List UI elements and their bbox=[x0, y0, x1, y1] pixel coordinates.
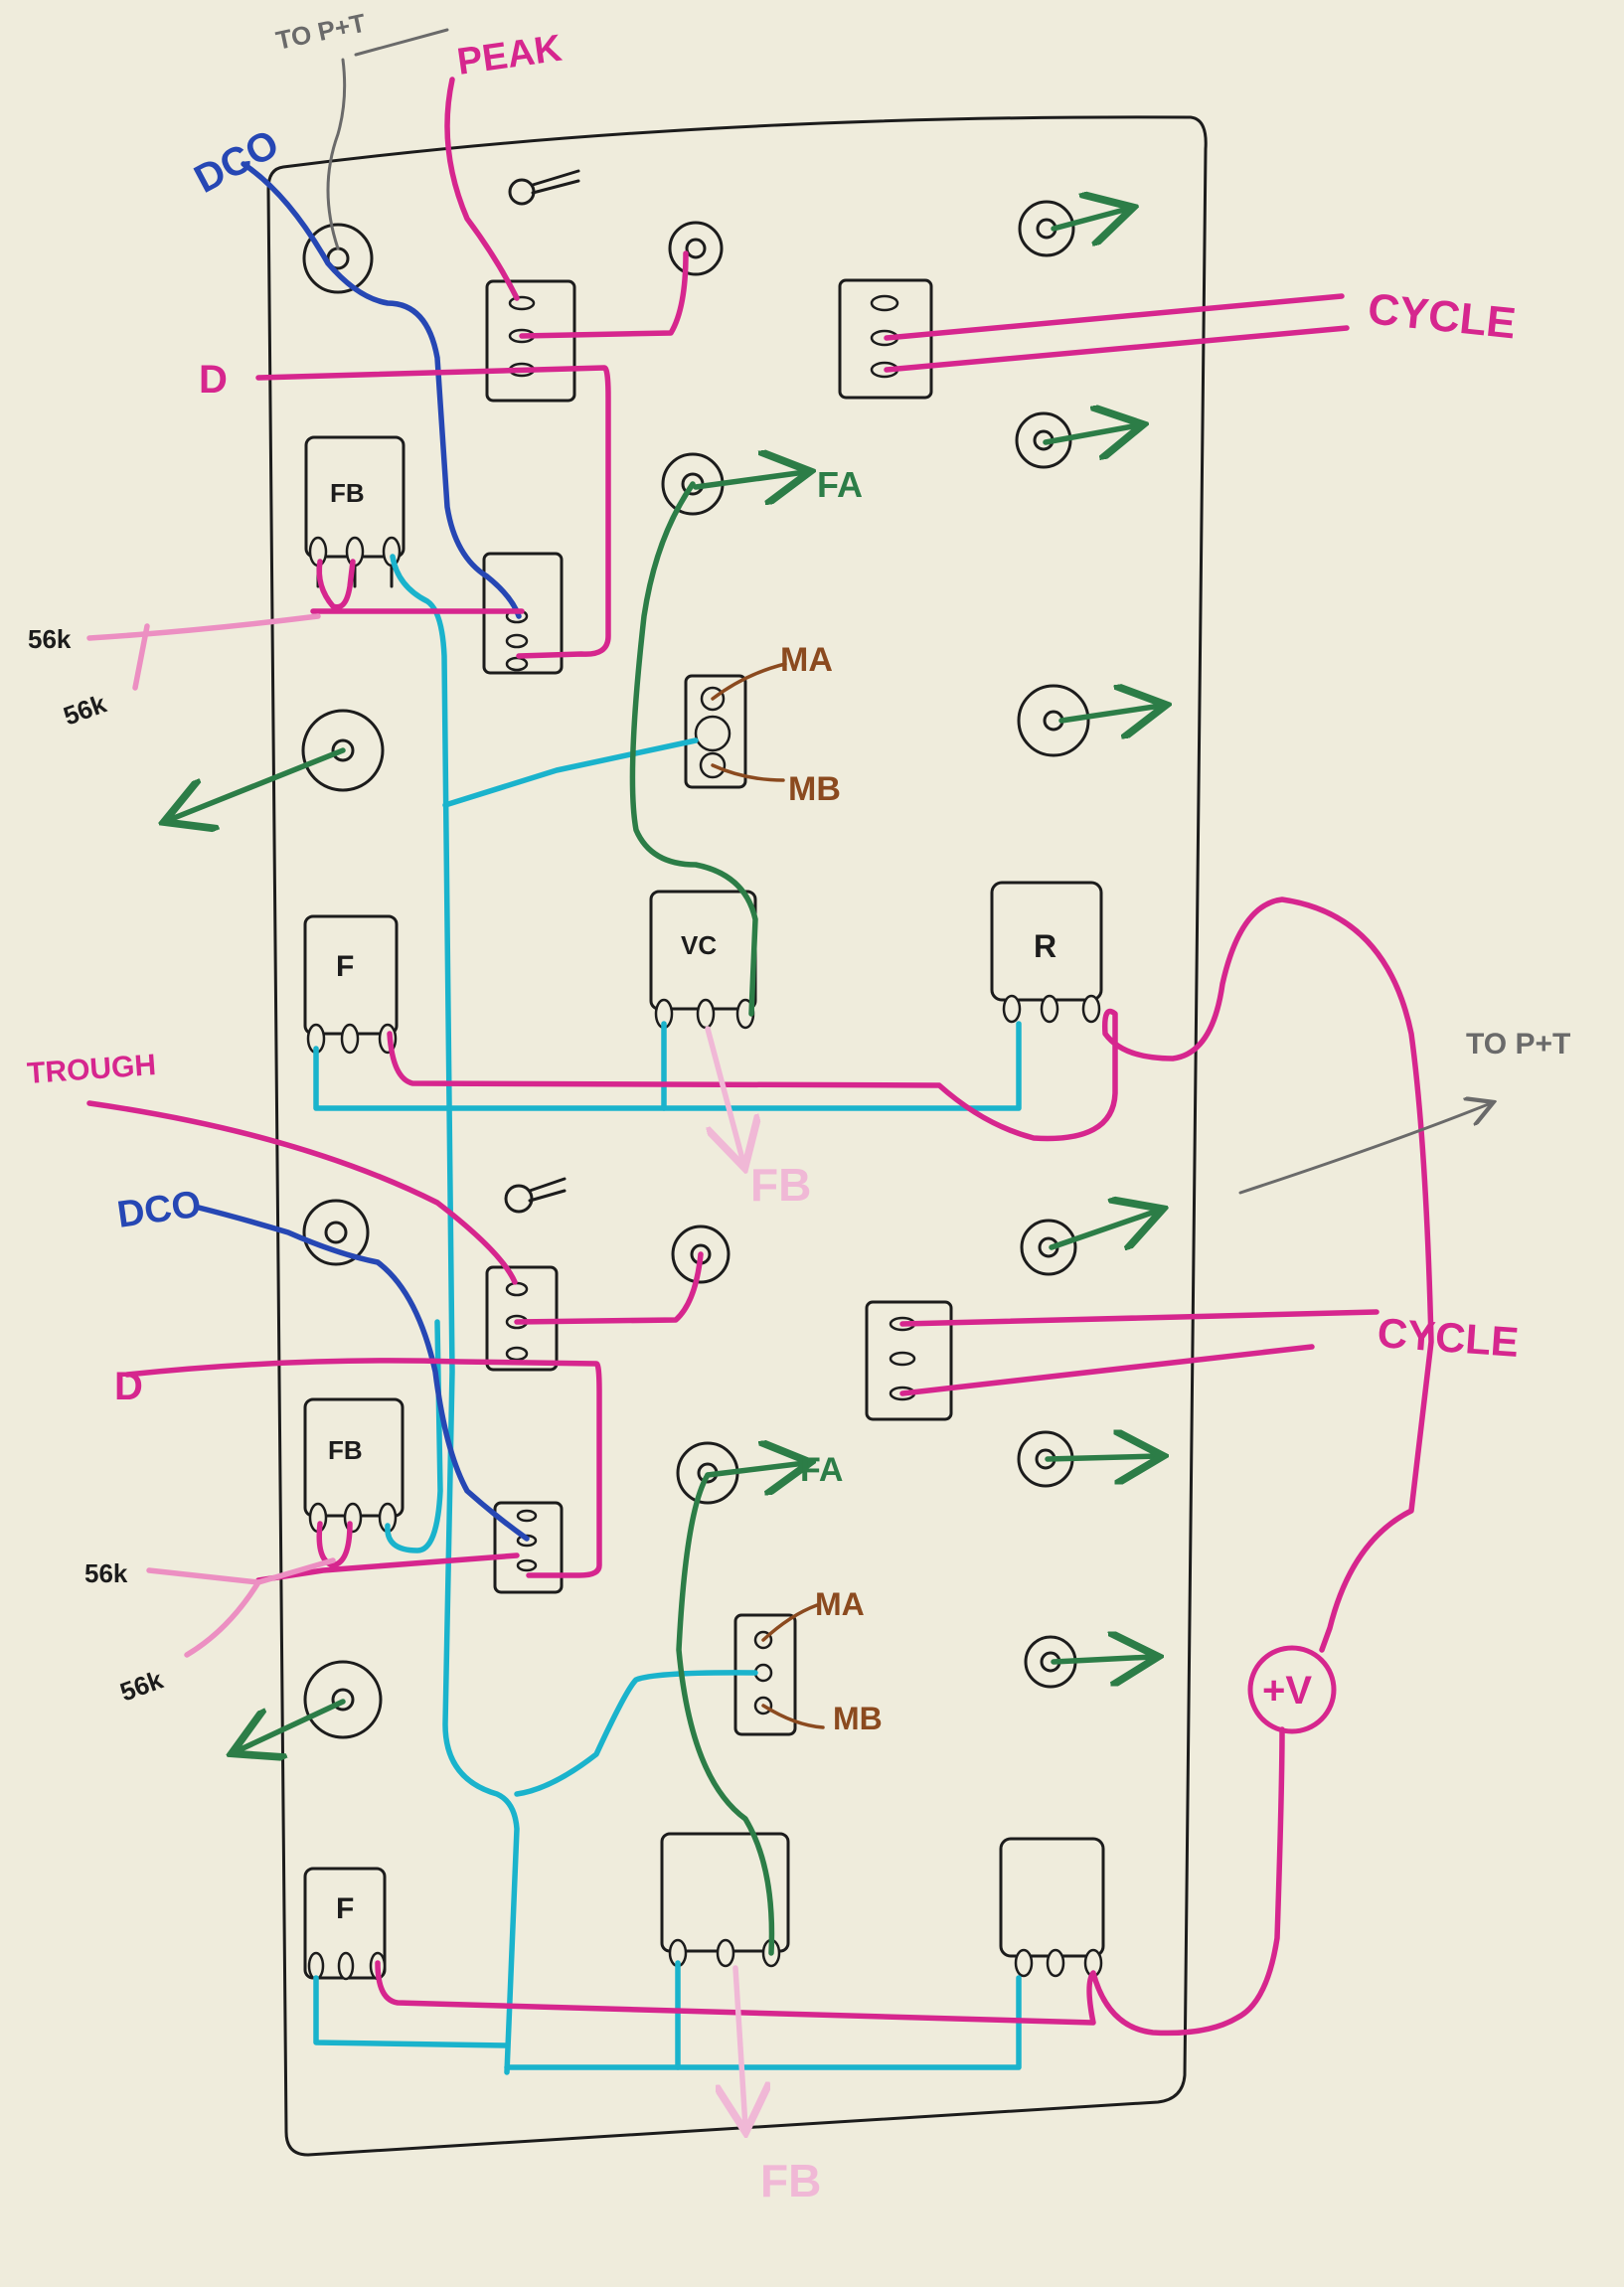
dco-label: DCO bbox=[114, 1184, 203, 1236]
fb-arrow-label: FB bbox=[760, 2155, 821, 2206]
resistor-56k-label: 56k bbox=[84, 1558, 128, 1588]
to-pt-label: TO P+T bbox=[273, 8, 369, 56]
jack-socket bbox=[301, 709, 385, 792]
trimmer-pot-dco bbox=[493, 1501, 564, 1594]
f-pot: F bbox=[303, 1867, 387, 1981]
resistor-56k-label: 56k bbox=[116, 1664, 168, 1707]
jack-socket bbox=[302, 223, 374, 294]
to-pt-label: TO P+T bbox=[1466, 1028, 1570, 1061]
vc-pot bbox=[660, 1832, 790, 1968]
fb-pot: FB bbox=[303, 1397, 405, 1534]
fa-label: FA bbox=[817, 464, 863, 505]
d-label: D bbox=[199, 358, 228, 402]
peak-label: PEAK bbox=[454, 28, 565, 83]
cycle-label: CYCLE bbox=[1376, 1309, 1520, 1366]
fb-arrow-label: FB bbox=[750, 1159, 811, 1211]
ma-label: MA bbox=[815, 1586, 865, 1622]
switch-ma-mb bbox=[684, 674, 747, 789]
pink-56k-wires bbox=[86, 613, 336, 1658]
fb-label: FB bbox=[330, 478, 365, 508]
plus-v-label: +V bbox=[1262, 1669, 1312, 1713]
led-icon bbox=[504, 1177, 567, 1214]
mb-label: MB bbox=[833, 1701, 883, 1736]
jack-socket bbox=[303, 1660, 383, 1739]
f-label: F bbox=[336, 950, 354, 983]
magenta-wires bbox=[86, 77, 1434, 2037]
mb-label: MB bbox=[788, 770, 841, 808]
resistor-56k-label: 56k bbox=[60, 688, 111, 731]
faint-fb-arrows bbox=[705, 1026, 745, 2127]
trimmer-pot-cycle bbox=[865, 1300, 953, 1421]
fb-label: FB bbox=[328, 1435, 363, 1465]
blue-dco-wires bbox=[196, 161, 530, 1542]
vc-label: VC bbox=[681, 930, 717, 960]
jack-socket bbox=[1020, 1219, 1077, 1276]
jack-socket bbox=[302, 1199, 370, 1266]
led-icon bbox=[508, 169, 580, 206]
fa-label: FA bbox=[800, 1451, 843, 1489]
d-label: D bbox=[114, 1365, 143, 1408]
trimmer-pot-peak bbox=[485, 279, 576, 403]
f-pot: F bbox=[303, 914, 399, 1055]
green-wires bbox=[169, 209, 1161, 1956]
r-pot bbox=[999, 1837, 1105, 1978]
f-label: F bbox=[336, 1892, 354, 1925]
resistor-56k-label: 56k bbox=[28, 624, 72, 654]
r-label: R bbox=[1034, 928, 1056, 964]
vc-pot: VC bbox=[649, 890, 757, 1030]
jack-socket bbox=[668, 221, 724, 276]
cycle-label: CYCLE bbox=[1366, 284, 1518, 348]
ma-label: MA bbox=[780, 641, 833, 679]
cyan-wires bbox=[313, 554, 1022, 2075]
plus-v-supply: +V bbox=[1247, 1645, 1337, 1734]
trimmer-pot-trough bbox=[485, 1265, 559, 1372]
brown-wires bbox=[711, 662, 825, 1729]
trough-label: TROUGH bbox=[26, 1049, 157, 1090]
gray-wires bbox=[326, 28, 1491, 1195]
r-pot: R bbox=[990, 881, 1103, 1024]
panel-outline bbox=[266, 115, 1208, 2157]
jack-socket bbox=[1018, 200, 1075, 257]
